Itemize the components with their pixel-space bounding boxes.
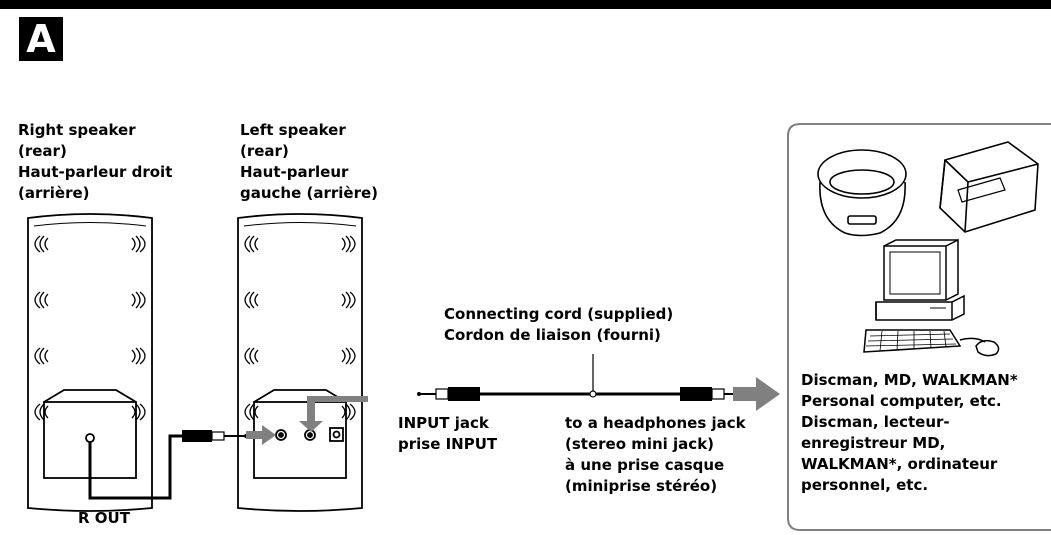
r-out-label: R OUT bbox=[78, 509, 130, 527]
speaker-cable bbox=[88, 430, 248, 500]
insert-arrow-icon bbox=[246, 396, 368, 445]
headphones-jack-label: to a headphones jack (stereo mini jack) … bbox=[565, 414, 746, 495]
input-jack-label: INPUT jack prise INPUT bbox=[398, 414, 498, 453]
left-speaker-icon bbox=[237, 213, 363, 512]
devices-label: Discman, MD, WALKMAN* Personal computer,… bbox=[801, 371, 1018, 494]
personal-computer-icon bbox=[863, 238, 1000, 357]
right-speaker-label: Right speaker (rear) Haut-parleur droit … bbox=[18, 121, 173, 202]
discman-icon bbox=[817, 149, 907, 237]
direction-arrow-icon bbox=[733, 377, 780, 411]
left-speaker-label: Left speaker (rear) Haut-parleur gauche … bbox=[240, 121, 379, 202]
devices-panel bbox=[787, 123, 1051, 531]
connecting-cord bbox=[417, 354, 743, 401]
connecting-cord-label: Connecting cord (supplied) Cordon de lia… bbox=[444, 305, 674, 344]
section-badge: A bbox=[19, 17, 63, 61]
top-rule bbox=[0, 0, 1051, 9]
md-player-icon bbox=[939, 141, 1039, 233]
